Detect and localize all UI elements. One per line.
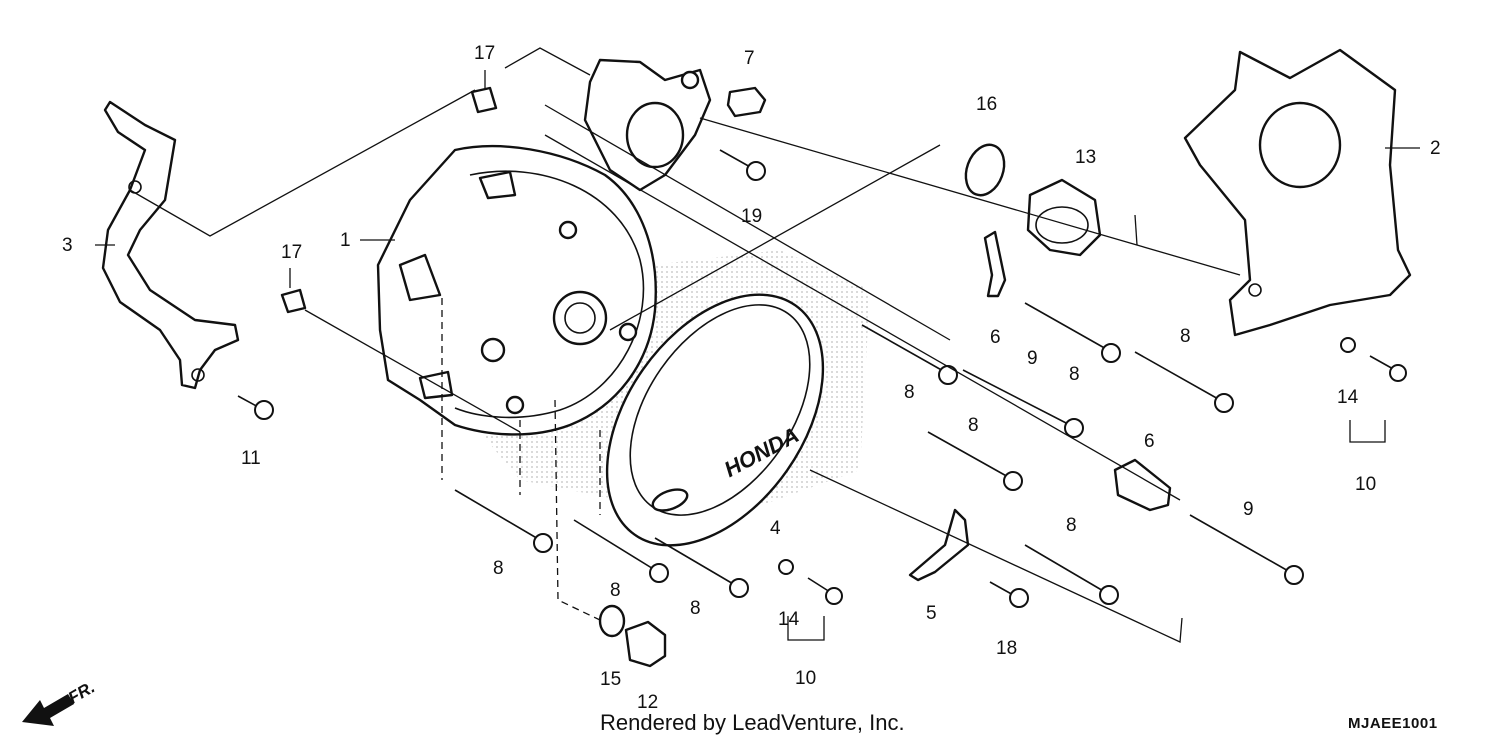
bracket [101, 100, 240, 390]
callout-8d: 8 [968, 415, 979, 436]
callout-6b: 6 [1144, 431, 1155, 452]
callout-9b: 9 [1243, 499, 1254, 520]
callout-14: 14 [1337, 387, 1359, 408]
callout-3: 3 [62, 235, 73, 256]
callout-16: 16 [976, 94, 997, 115]
callout-11: 11 [241, 448, 261, 469]
outer-cover: HONDA [605, 293, 825, 547]
front-direction-arrow: FR. [22, 678, 98, 726]
callout-17b: 17 [281, 242, 302, 263]
callout-7: 7 [744, 48, 755, 69]
callout-19: 19 [741, 206, 762, 227]
callout-17: 17 [474, 43, 495, 64]
callout-13: 13 [1075, 147, 1096, 168]
callout-8: 8 [1180, 326, 1191, 347]
callout-8f: 8 [493, 558, 504, 579]
leader-lines [95, 47, 1420, 643]
plug-and-oring [964, 143, 1102, 257]
callout-8b: 8 [1069, 364, 1080, 385]
callout-8e: 8 [1066, 515, 1077, 536]
callout-5: 5 [926, 603, 937, 624]
small-fittings [280, 86, 767, 668]
callout-12: 12 [637, 692, 658, 713]
callout-6: 6 [990, 327, 1001, 348]
callout-4: 4 [770, 518, 781, 539]
crankcase-cover [376, 145, 657, 436]
callout-8g: 8 [610, 580, 621, 601]
diagram-code: MJAEE1001 [1348, 715, 1438, 732]
small-brackets [908, 230, 1172, 582]
upper-housing [583, 58, 712, 192]
callout-10: 10 [1355, 474, 1376, 495]
callout-18: 18 [996, 638, 1017, 659]
callout-1: 1 [340, 230, 351, 251]
callout-10b: 10 [795, 668, 816, 689]
callouts: 17 7 16 13 2 19 1 3 17 6 8 9 8 8 14 8 6 … [62, 43, 1441, 713]
callout-8h: 8 [690, 598, 701, 619]
bolts [237, 149, 1407, 608]
callout-14b: 14 [778, 609, 800, 630]
credit-text: Rendered by LeadVenture, Inc. [600, 710, 905, 735]
callout-8c: 8 [904, 382, 915, 403]
callout-2: 2 [1430, 138, 1441, 159]
callout-9: 9 [1027, 348, 1038, 369]
right-cover [1183, 48, 1412, 337]
callout-15: 15 [600, 669, 621, 690]
